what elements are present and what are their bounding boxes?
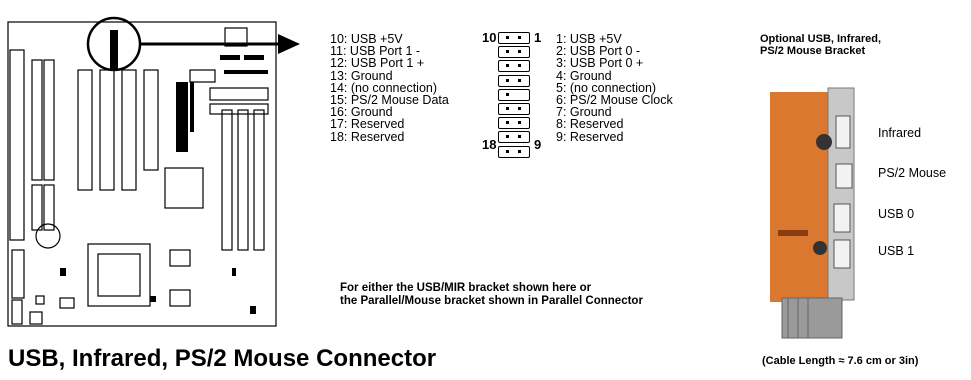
- pin-label: 15: PS/2 Mouse Data: [330, 92, 449, 107]
- pin-label: 17: Reserved: [330, 117, 405, 132]
- bracket-title-line: PS/2 Mouse Bracket: [760, 45, 866, 57]
- pin-label: 9: Reserved: [556, 129, 624, 144]
- page-title: USB, Infrared, PS/2 Mouse Connector: [8, 345, 437, 372]
- note-line: For either the USB/MIR bracket shown her…: [340, 282, 592, 294]
- bracket-note: For either the USB/MIR bracket shown her…: [340, 282, 643, 308]
- pin-list-right: 1: USB +5V 2: USB Port 0 - 3: USB Port 0…: [556, 33, 673, 143]
- cable-length-note: (Cable Length ≈ 7.6 cm or 3in): [762, 355, 919, 367]
- pin-number-top-left: 10: [482, 30, 497, 45]
- pin-label: 16: Ground: [330, 105, 393, 120]
- label-infrared: Infrared: [878, 126, 922, 140]
- pin-label: 7: Ground: [556, 105, 612, 120]
- pin-label: 12: USB Port 1 +: [330, 56, 425, 71]
- pin-number-bottom-left: 18: [482, 137, 497, 152]
- pin-label: 10: USB +5V: [330, 32, 403, 46]
- pin-label: 18: Reserved: [330, 129, 405, 144]
- pin-label: 3: USB Port 0 +: [556, 56, 644, 71]
- label-usb1: USB 1: [878, 244, 915, 258]
- note-line: the Parallel/Mouse bracket shown in Para…: [340, 295, 643, 307]
- pin-header: 10 1 18 9: [482, 30, 541, 160]
- label-usb0: USB 0: [878, 207, 915, 221]
- pin-number-top-right: 1: [534, 30, 542, 45]
- bracket-photo: [768, 80, 878, 342]
- pin-number-bottom-right: 9: [534, 137, 542, 152]
- pin-label: 8: Reserved: [556, 117, 624, 132]
- pin-label: 13: Ground: [330, 68, 393, 83]
- pin-label: 14: (no connection): [330, 80, 438, 95]
- pin-label: 2: USB Port 0 -: [556, 44, 641, 59]
- motherboard-diagram: [7, 16, 300, 327]
- label-ps2-mouse: PS/2 Mouse: [878, 166, 947, 180]
- pin-label: 4: Ground: [556, 68, 612, 83]
- pin-label: 1: USB +5V: [556, 32, 622, 46]
- bracket-title-line: Optional USB, Infrared,: [760, 33, 882, 45]
- pin-label: 5: (no connection): [556, 80, 657, 95]
- bracket-title: Optional USB, Infrared, PS/2 Mouse Brack…: [760, 33, 881, 57]
- pin-label: 6: PS/2 Mouse Clock: [556, 92, 673, 107]
- pin-list-left: 10: USB +5V 11: USB Port 1 - 12: USB Por…: [330, 33, 449, 143]
- pin-label: 11: USB Port 1 -: [330, 44, 421, 59]
